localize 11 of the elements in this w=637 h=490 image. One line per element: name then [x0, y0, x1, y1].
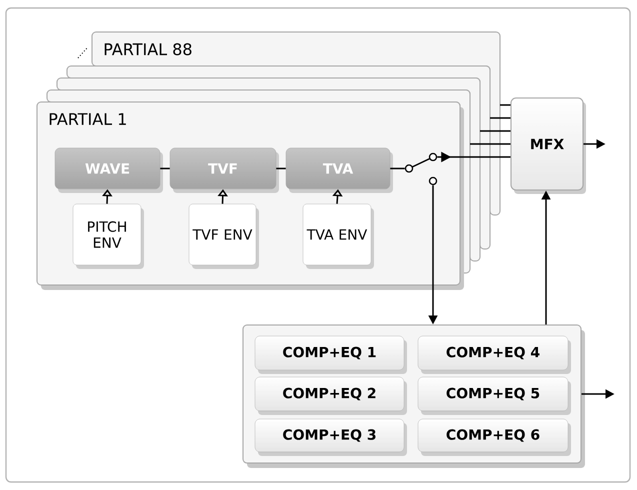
process-box: COMP+EQ 1: [254, 336, 407, 374]
process-box: COMP+EQ 2: [254, 376, 407, 415]
process-box: COMP+EQ 6: [418, 418, 571, 456]
connector-line: [490, 117, 510, 119]
process-box: COMP+EQ 4: [418, 336, 571, 374]
effect-box: MFX: [510, 98, 586, 194]
process-box: COMP+EQ 3: [254, 418, 407, 456]
process-box: COMP+EQ 5: [418, 376, 571, 415]
connector-line: [500, 104, 510, 106]
connector-line: [480, 130, 510, 132]
connector-line: [470, 143, 510, 145]
